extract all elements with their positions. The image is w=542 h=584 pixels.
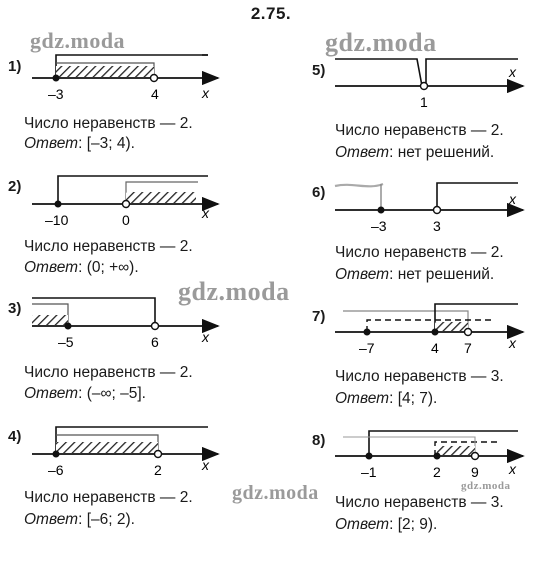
- answer-value: : (–∞; –5].: [78, 385, 146, 402]
- problem-number: 8): [312, 432, 326, 449]
- problem-number: 7): [312, 308, 326, 325]
- number-line-5: 1 x: [335, 58, 525, 110]
- tick-label: 0: [122, 212, 130, 228]
- problem-number: 2): [8, 178, 22, 195]
- tick-label: –5: [58, 334, 74, 350]
- answer-value: : [–6; 2).: [78, 511, 135, 528]
- tick-label: –10: [45, 212, 69, 228]
- answer-value: : нет решений.: [389, 266, 495, 283]
- tick-label: 6: [151, 334, 159, 350]
- tick-label: 4: [431, 340, 439, 356]
- axis-label: x: [508, 64, 517, 80]
- answer-line: Ответ: [2; 9).: [335, 516, 437, 534]
- answer-value: : [–3; 4).: [78, 135, 135, 152]
- tick-label: 2: [433, 464, 441, 480]
- problem-number: 6): [312, 184, 326, 201]
- inequality-count: Число неравенств — 3.: [335, 494, 504, 511]
- axis-label: x: [201, 205, 210, 221]
- watermark: gdz.moda: [30, 28, 126, 53]
- axis-label: x: [508, 191, 517, 207]
- answer-line: Ответ: [–6; 2).: [24, 511, 135, 529]
- axis-label: x: [201, 329, 210, 345]
- answer-line: Ответ: [4; 7).: [335, 390, 437, 408]
- answer-value: : [4; 7).: [389, 390, 438, 407]
- answer-value: : нет решений.: [389, 144, 495, 161]
- watermark: gdz.moda: [232, 482, 319, 504]
- answer-label: Ответ: [335, 390, 390, 407]
- inequality-count: Число неравенств — 2.: [24, 115, 193, 132]
- watermark: gdz.moda: [178, 277, 290, 306]
- tick-label: 9: [471, 464, 479, 480]
- answer-line: Ответ: (0; +∞).: [24, 259, 139, 277]
- answer-line: Ответ: нет решений.: [335, 266, 494, 284]
- tick-label: 2: [154, 462, 162, 478]
- number-line-8: –1 2 9 x: [335, 430, 525, 480]
- inequality-count: Число неравенств — 2.: [335, 244, 504, 261]
- tick-label: 4: [151, 86, 159, 102]
- axis-label: x: [508, 335, 517, 351]
- tick-label: –7: [359, 340, 375, 356]
- tick-label: –3: [371, 218, 387, 234]
- problem-number: 3): [8, 300, 22, 317]
- answer-label: Ответ: [335, 144, 390, 161]
- watermark: gdz.moda: [325, 28, 437, 57]
- number-line-2: –10 0 x: [32, 175, 220, 228]
- answer-label: Ответ: [24, 511, 79, 528]
- answer-label: Ответ: [24, 135, 79, 152]
- problem-number: 4): [8, 428, 22, 445]
- inequality-count: Число неравенств — 3.: [335, 368, 504, 385]
- answer-label: Ответ: [335, 266, 390, 283]
- answer-label: Ответ: [24, 385, 79, 402]
- tick-label: –6: [48, 462, 64, 478]
- number-line-3: –5 6 x: [32, 297, 220, 350]
- page-title: 2.75.: [250, 4, 292, 23]
- axis-label: x: [201, 457, 210, 473]
- tick-label: 1: [420, 94, 428, 110]
- tick-label: –1: [361, 464, 377, 480]
- tick-label: –3: [48, 86, 64, 102]
- number-line-6: –3 3 x: [334, 182, 525, 234]
- answer-label: Ответ: [24, 259, 79, 276]
- answer-line: Ответ: (–∞; –5].: [24, 385, 146, 403]
- answer-label: Ответ: [335, 516, 390, 533]
- answer-value: : [2; 9).: [389, 516, 438, 533]
- inequality-count: Число неравенств — 2.: [24, 364, 193, 381]
- inequality-count: Число неравенств — 2.: [24, 489, 193, 506]
- number-line-1: –3 4 x: [32, 54, 220, 102]
- number-line-4: –6 2 x: [32, 426, 220, 478]
- axis-label: x: [508, 461, 517, 477]
- problem-number: 1): [8, 58, 22, 75]
- answer-value: : (0; +∞).: [78, 259, 139, 276]
- inequality-count: Число неравенств — 2.: [335, 122, 504, 139]
- answer-line: Ответ: [–3; 4).: [24, 135, 135, 153]
- number-line-7: –7 4 7 x: [335, 303, 525, 356]
- inequality-count: Число неравенств — 2.: [24, 238, 193, 255]
- tick-label: 3: [433, 218, 441, 234]
- axis-label: x: [201, 85, 210, 101]
- problem-number: 5): [312, 62, 326, 79]
- answer-line: Ответ: нет решений.: [335, 144, 494, 162]
- tick-label: 7: [464, 340, 472, 356]
- watermark: gdz.moda: [461, 480, 511, 492]
